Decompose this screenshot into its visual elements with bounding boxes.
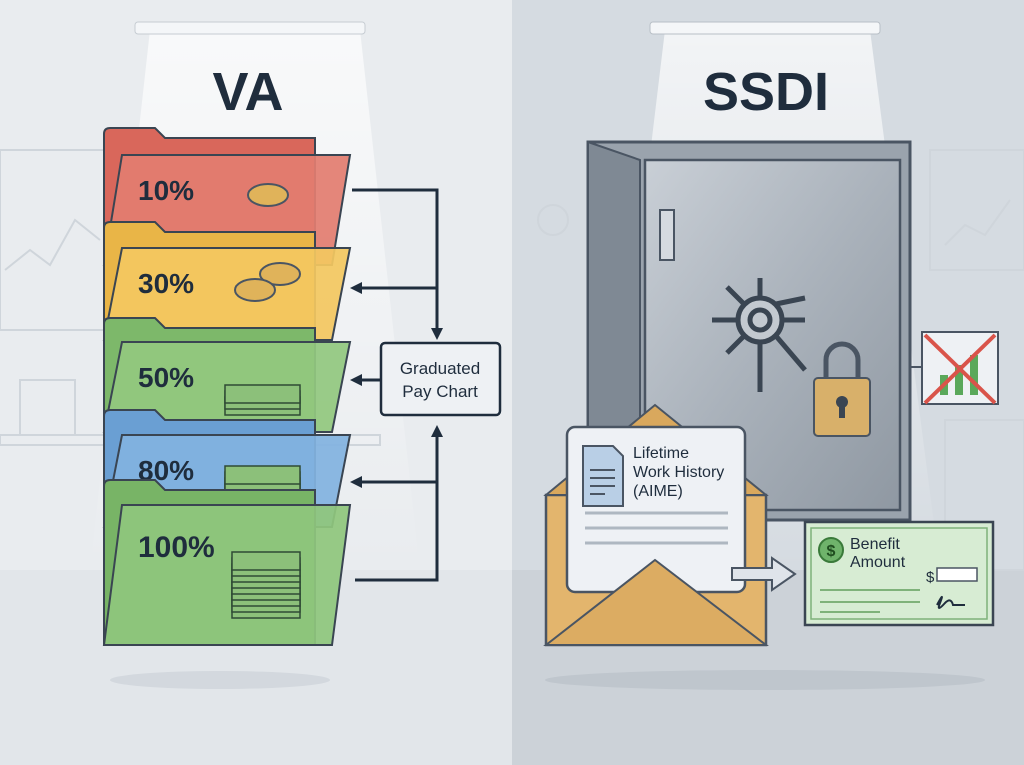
- pay-chart-line2: Pay Chart: [402, 382, 478, 401]
- signature: [936, 596, 965, 609]
- arrowheads: [350, 282, 443, 488]
- folder-100-percent: 100%: [102, 479, 352, 646]
- connector-arrows: [352, 188, 439, 582]
- check-line1: Benefit: [850, 536, 900, 553]
- work-history-letter: Lifetime Work History (AIME): [565, 425, 747, 594]
- pay-chart-line1: Graduated: [400, 359, 480, 378]
- padlock-icon: [813, 341, 871, 437]
- folder-label: 30%: [138, 268, 194, 299]
- va-title: VA: [212, 62, 283, 122]
- folder-30-percent: 30%: [102, 221, 352, 341]
- right-arrow-icon: [731, 556, 797, 592]
- no-growth-chart-icon: [910, 331, 999, 405]
- document-icon: [582, 445, 624, 507]
- cash-stack-icon: [231, 551, 301, 619]
- ssdi-title: SSDI: [703, 62, 829, 122]
- folder-label: 10%: [138, 175, 194, 206]
- ceiling-light: [134, 21, 366, 35]
- cash-stack-icon: [224, 384, 301, 416]
- dollar-coin-icon: [818, 537, 844, 563]
- check-line2: Amount: [850, 554, 906, 571]
- letter-line3: (AIME): [633, 483, 683, 500]
- ceiling-light: [649, 21, 881, 35]
- check-currency: $: [926, 569, 935, 586]
- letter-line2: Work History: [633, 464, 724, 481]
- benefit-check: $ Benefit Amount $: [803, 520, 995, 627]
- safe-dial: [712, 278, 807, 392]
- svg-text:$: $: [827, 543, 836, 560]
- letter-line1: Lifetime: [633, 445, 689, 462]
- graduated-pay-chart-box: Graduated Pay Chart: [379, 341, 502, 417]
- folder-50-percent: 50%: [102, 317, 352, 433]
- coins-icon: [234, 262, 301, 302]
- folder-label: 100%: [138, 531, 215, 564]
- folder-label: 50%: [138, 362, 194, 393]
- coins-icon: [247, 183, 289, 207]
- va-rating-folders: 10%30%50%80%100%: [102, 127, 352, 646]
- background-office: [0, 149, 1024, 571]
